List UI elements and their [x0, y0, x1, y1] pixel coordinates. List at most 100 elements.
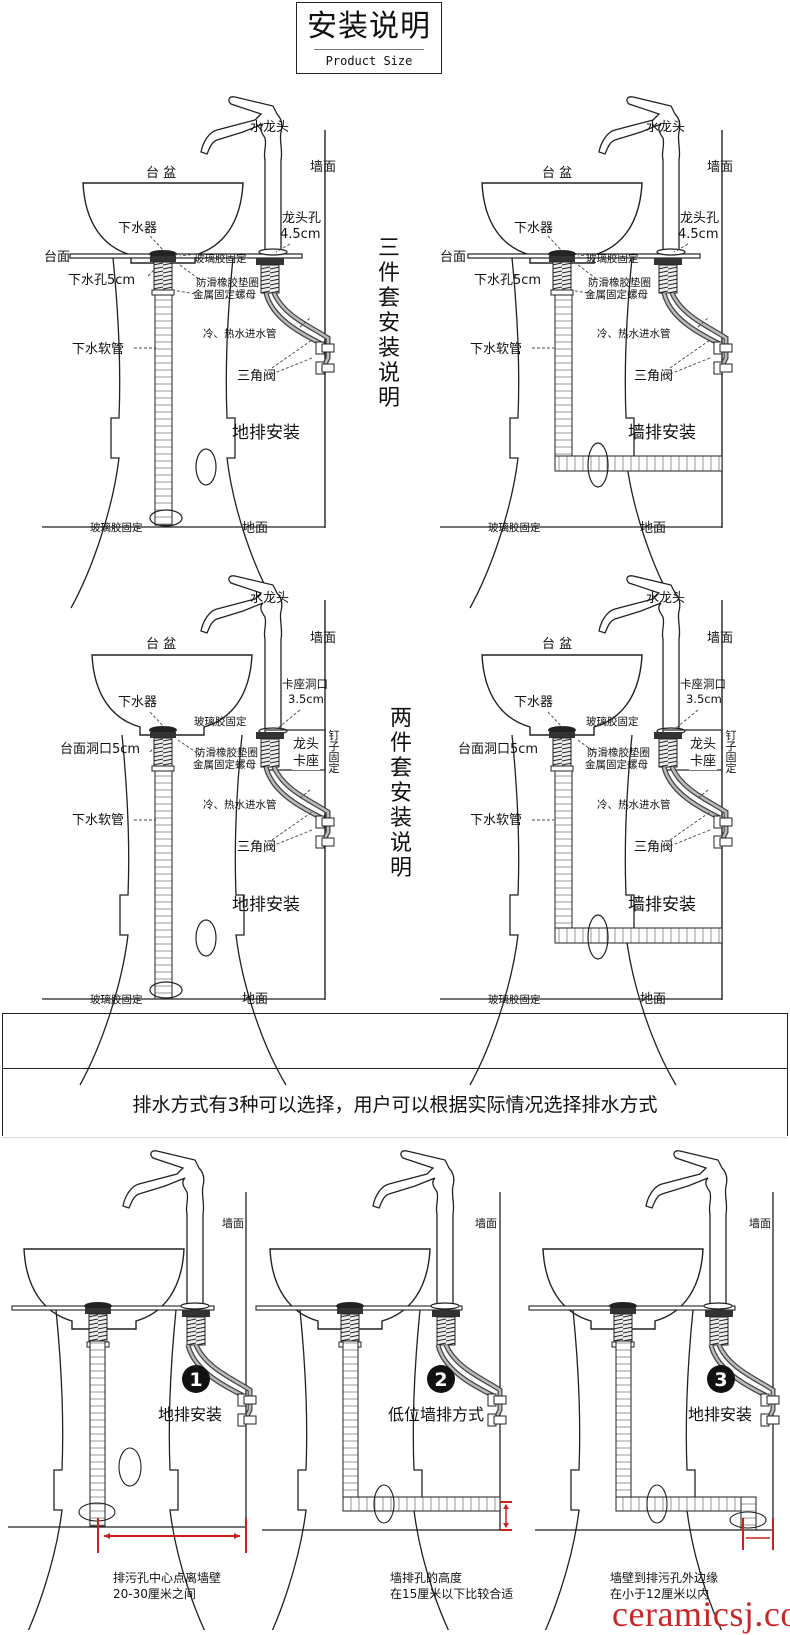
- option-note-line1: 墙排孔的高度: [390, 1570, 462, 1585]
- option-number: 1: [189, 1369, 202, 1391]
- label-basin: 台 盆: [542, 637, 572, 652]
- label-drain: 下水器: [118, 695, 157, 710]
- leader-lines: [532, 709, 711, 847]
- label-drain-hole: 下水孔5cm: [68, 273, 135, 288]
- wall-drain-pipe: [615, 1496, 757, 1512]
- drain-hose: [554, 294, 573, 472]
- label-faucet-hole: 卡座洞口: [680, 677, 726, 691]
- drain-hose: [154, 770, 173, 1000]
- floor-glue-ring: [729, 1511, 767, 1529]
- option-number: 3: [714, 1369, 727, 1391]
- drainage-note-band: 排水方式有3种可以选择，用户可以根据实际情况选择排水方式: [2, 1068, 788, 1136]
- label-faucet-hole-size: 3.5cm: [686, 692, 722, 706]
- drain-hose: [554, 770, 573, 944]
- label-bracket: 龙头卡座: [292, 736, 320, 770]
- label-countertop: 台面: [44, 250, 70, 265]
- label-floor-glue: 玻璃胶固定: [90, 521, 143, 534]
- access-hole: [373, 1484, 395, 1524]
- label-method: 墙排安装: [628, 895, 696, 915]
- label-inlet-pipes: 冷、热水进水管: [203, 798, 277, 811]
- label-gasket: 防滑橡胶垫圈: [588, 276, 651, 289]
- label-floor: 地面: [640, 521, 666, 536]
- floor-glue-ring: [149, 981, 183, 999]
- three-piece-title: 三件套安装说明: [377, 236, 400, 411]
- label-nut: 金属固定螺母: [193, 758, 256, 771]
- option-note-line1: 墙壁到排污孔外边缘: [610, 1570, 718, 1585]
- label-basin: 台 盆: [146, 637, 176, 652]
- label-wall: 墙面: [310, 160, 336, 175]
- label-wall: 墙面: [475, 1216, 497, 1230]
- label-nut: 金属固定螺母: [585, 758, 648, 771]
- label-floor: 地面: [640, 992, 666, 1007]
- leader-lines: [532, 235, 711, 375]
- drain-fitting: [148, 249, 178, 296]
- option-3-diagram: [528, 1150, 779, 1630]
- label-basin: 台 盆: [146, 166, 176, 181]
- label-method: 地排安装: [232, 895, 300, 915]
- drain-hose: [89, 1340, 106, 1527]
- leader-lines: [134, 235, 313, 375]
- page-subtitle: Product Size: [325, 54, 413, 68]
- option-number-badge: [707, 1365, 735, 1393]
- floor-glue-ring: [149, 509, 183, 527]
- option-note-line2: 在15厘米以下比较合适: [390, 1586, 513, 1601]
- tap-fitting: [704, 1309, 734, 1346]
- label-inlet-pipes: 冷、热水进水管: [597, 327, 671, 340]
- tap-fitting: [431, 1309, 461, 1346]
- drain-fitting: [547, 249, 577, 296]
- access-hole: [195, 448, 217, 486]
- label-glass-glue: 玻璃胶固定: [194, 252, 247, 265]
- label-faucet-hole-size: 3.5cm: [288, 692, 324, 706]
- option-note-line1: 排污孔中心点离墙壁: [113, 1570, 221, 1585]
- two-piece-title: 两件套安装说明: [389, 706, 412, 881]
- diagram-two-piece-wall: [440, 575, 732, 1086]
- label-method: 地排安装: [232, 423, 300, 443]
- label-drain-hole: 下水孔5cm: [474, 273, 541, 288]
- access-hole: [587, 914, 609, 960]
- label-faucet: 水龙头: [250, 591, 289, 606]
- label-wall: 墙面: [707, 631, 733, 646]
- diagram-three-piece-floor: [42, 96, 334, 609]
- countertop-slab: [11, 1305, 215, 1311]
- option-note-line2: 在小于12厘米以内: [610, 1587, 709, 1601]
- label-faucet: 水龙头: [250, 120, 289, 135]
- label-glass-glue: 玻璃胶固定: [194, 715, 247, 728]
- label-faucet-hole-size: 4.5cm: [678, 227, 719, 242]
- option-note-line2: 20-30厘米之间: [113, 1587, 196, 1601]
- band-divider: [2, 1137, 788, 1138]
- label-bracket: 龙头卡座: [689, 736, 717, 770]
- access-hole: [646, 1484, 668, 1524]
- label-drain-hose: 下水软管: [470, 813, 522, 828]
- label-wall: 墙面: [707, 160, 733, 175]
- label-drain-hose: 下水软管: [470, 342, 522, 357]
- label-nail: 钉子固定: [725, 729, 737, 775]
- watermark: ceramicsj.com: [612, 1594, 790, 1634]
- label-countertop: 台面洞口5cm: [458, 742, 538, 757]
- access-hole: [118, 1447, 142, 1487]
- header-title-box: 安装说明 Product Size: [296, 2, 442, 74]
- label-drain-hose: 下水软管: [72, 342, 124, 357]
- tap-fitting: [255, 731, 285, 768]
- tap-fitting: [255, 257, 285, 294]
- label-angle-valve: 三角阀: [634, 369, 673, 384]
- drainage-note: 排水方式有3种可以选择，用户可以根据实际情况选择排水方式: [132, 1094, 658, 1116]
- label-floor: 地面: [242, 992, 268, 1007]
- tap-fitting: [181, 1309, 211, 1346]
- leader-lines: [134, 709, 313, 847]
- drain-hose: [342, 1340, 359, 1503]
- tap-fitting: [653, 257, 683, 294]
- option-2-diagram: [255, 1150, 512, 1630]
- label-floor-glue: 玻璃胶固定: [488, 993, 541, 1006]
- label-nail: 钉子固定: [328, 729, 340, 775]
- title-divider: [314, 49, 424, 50]
- drain-hose: [154, 294, 173, 526]
- label-wall: 墙面: [749, 1216, 771, 1230]
- page-title: 安装说明: [307, 9, 431, 44]
- label-gasket: 防滑橡胶垫圈: [196, 276, 259, 289]
- drain-hose: [615, 1340, 632, 1503]
- option-number-badge: [427, 1365, 455, 1393]
- diagram-three-piece-wall: [440, 96, 732, 609]
- label-floor: 地面: [242, 521, 268, 536]
- label-floor-glue: 玻璃胶固定: [488, 521, 541, 534]
